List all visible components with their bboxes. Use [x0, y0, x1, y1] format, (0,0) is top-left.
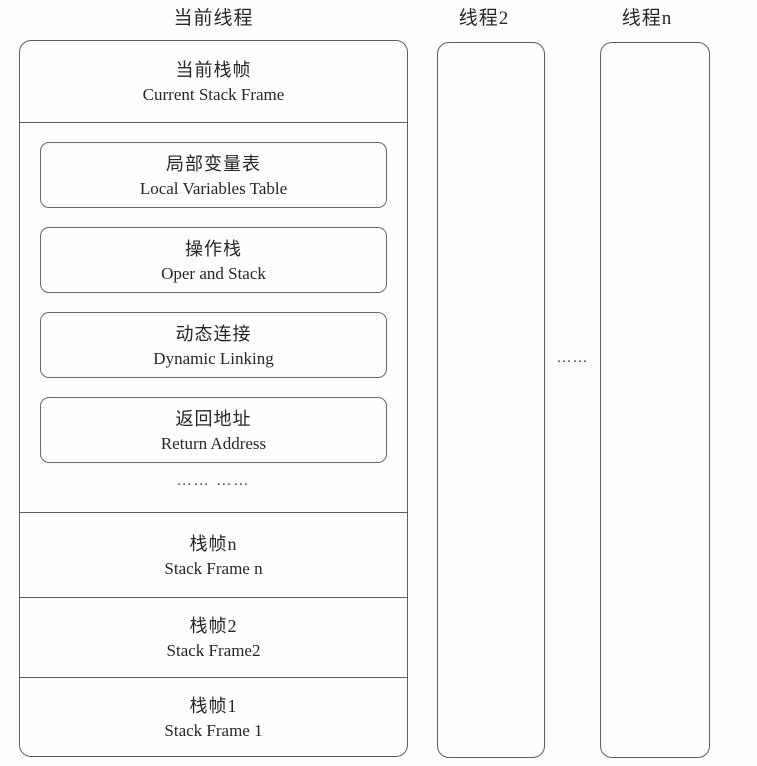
stack-frame-1-label-zh: 栈帧1: [189, 695, 238, 716]
return-address-label-en: Return Address: [160, 433, 267, 453]
stack-frame-n-label-en: Stack Frame n: [164, 558, 263, 578]
frame-parts-ellipsis: …… ……: [176, 473, 251, 489]
thread-n-title: 线程n: [621, 8, 673, 29]
current-thread-title: 当前线程: [173, 8, 254, 29]
thread-2-title: 线程2: [458, 8, 510, 29]
operand-stack-label-en: Oper and Stack: [161, 263, 266, 283]
current-stack-frame-label-zh: 当前栈帧: [175, 60, 252, 80]
return-address-box: 返回地址 Return Address: [40, 397, 387, 463]
stack-frame-2-section: 栈帧2 Stack Frame2: [20, 598, 407, 678]
current-thread-stack-box: 当前栈帧 Current Stack Frame 局部变量表 Local Var…: [19, 40, 408, 757]
operand-stack-label-zh: 操作栈: [185, 238, 242, 259]
local-variables-table-label-en: Local Variables Table: [139, 178, 288, 198]
stack-frame-1-section: 栈帧1 Stack Frame 1: [20, 678, 407, 756]
operand-stack-box: 操作栈 Oper and Stack: [40, 227, 387, 293]
stack-frame-n-section: 栈帧n Stack Frame n: [20, 513, 407, 598]
threads-ellipsis: ……: [556, 350, 589, 366]
frame-parts-section: 局部变量表 Local Variables Table 操作栈 Oper and…: [20, 123, 407, 513]
dynamic-linking-box: 动态连接 Dynamic Linking: [40, 312, 387, 378]
stack-frame-n-label-zh: 栈帧n: [189, 533, 238, 554]
current-stack-frame-label-en: Current Stack Frame: [142, 85, 285, 104]
return-address-label-zh: 返回地址: [175, 408, 252, 429]
thread-n-stack-box: [600, 42, 710, 758]
dynamic-linking-label-zh: 动态连接: [175, 323, 252, 344]
current-stack-frame-section: 当前栈帧 Current Stack Frame: [20, 41, 407, 123]
local-variables-table-label-zh: 局部变量表: [166, 153, 261, 174]
thread-2-stack-box: [437, 42, 545, 758]
stack-frame-2-label-zh: 栈帧2: [189, 616, 238, 636]
stack-frame-2-label-en: Stack Frame2: [166, 641, 261, 660]
dynamic-linking-label-en: Dynamic Linking: [153, 348, 274, 368]
local-variables-table-box: 局部变量表 Local Variables Table: [40, 142, 387, 208]
stack-frame-1-label-en: Stack Frame 1: [164, 720, 263, 740]
